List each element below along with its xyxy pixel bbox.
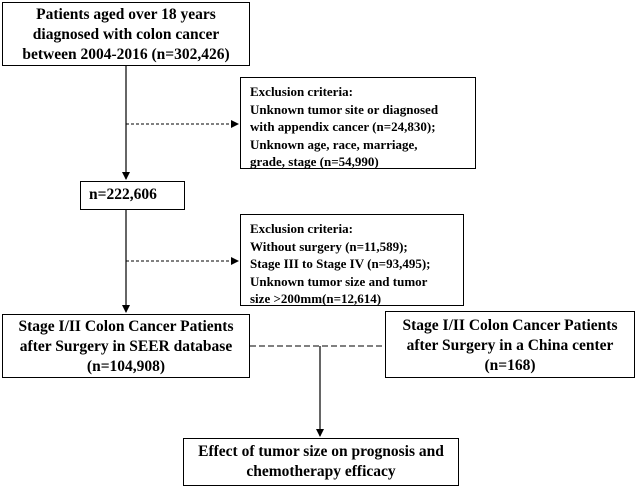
population-box: Patients aged over 18 years diagnosed wi… [2, 2, 250, 66]
population-line-2: diagnosed with colon cancer [32, 26, 220, 43]
seer-line-1: Stage I/II Colon Cancer Patients [18, 318, 234, 335]
exclusion-criteria-box-2: Exclusion criteria: Without surgery (n=1… [240, 214, 464, 306]
seer-cohort-box: Stage I/II Colon Cancer Patients after S… [2, 314, 250, 378]
exclusion-1-line-2: Unknown tumor site or diagnosed [250, 101, 439, 117]
seer-line-3: (n=104,908) [86, 358, 166, 375]
exclusion-1-line-5: grade, stage (n=54,990) [250, 154, 379, 169]
exclusion-2-line-5: size >200mm(n=12,614) [250, 291, 382, 306]
exclusion-criteria-box-1: Exclusion criteria: Unknown tumor site o… [240, 77, 476, 169]
remaining-count-box: n=222,606 [80, 181, 185, 210]
exclusion-2-line-1: Exclusion criteria: [250, 221, 353, 236]
seer-line-2: after Surgery in SEER database [19, 338, 233, 355]
remaining-count-label: n=222,606 [89, 186, 157, 203]
exclusion-1-line-1: Exclusion criteria: [250, 84, 353, 99]
outcome-line-1: Effect of tumor size on prognosis and [198, 443, 444, 460]
outcome-box: Effect of tumor size on prognosis and ch… [183, 438, 459, 486]
exclusion-2-line-3: Stage III to Stage IV (n=93,495); [250, 256, 431, 271]
population-line-3: between 2004-2016 (n=302,426) [22, 46, 230, 63]
exclusion-1-line-3: with appendix cancer (n=24,830); [250, 119, 436, 134]
china-cohort-box: Stage I/II Colon Cancer Patients after S… [385, 311, 635, 378]
exclusion-2-line-2: Without surgery (n=11,589); [250, 238, 408, 254]
outcome-line-2: chemotherapy efficacy [246, 463, 396, 480]
exclusion-1-line-4: Unknown age, race, marriage, [250, 136, 418, 152]
china-line-2: after Surgery in a China center [406, 337, 614, 354]
china-line-1: Stage I/II Colon Cancer Patients [402, 317, 618, 334]
population-line-1: Patients aged over 18 years [36, 6, 216, 23]
exclusion-2-line-4: Unknown tumor size and tumor [250, 273, 428, 289]
china-line-3: (n=168) [484, 357, 536, 374]
